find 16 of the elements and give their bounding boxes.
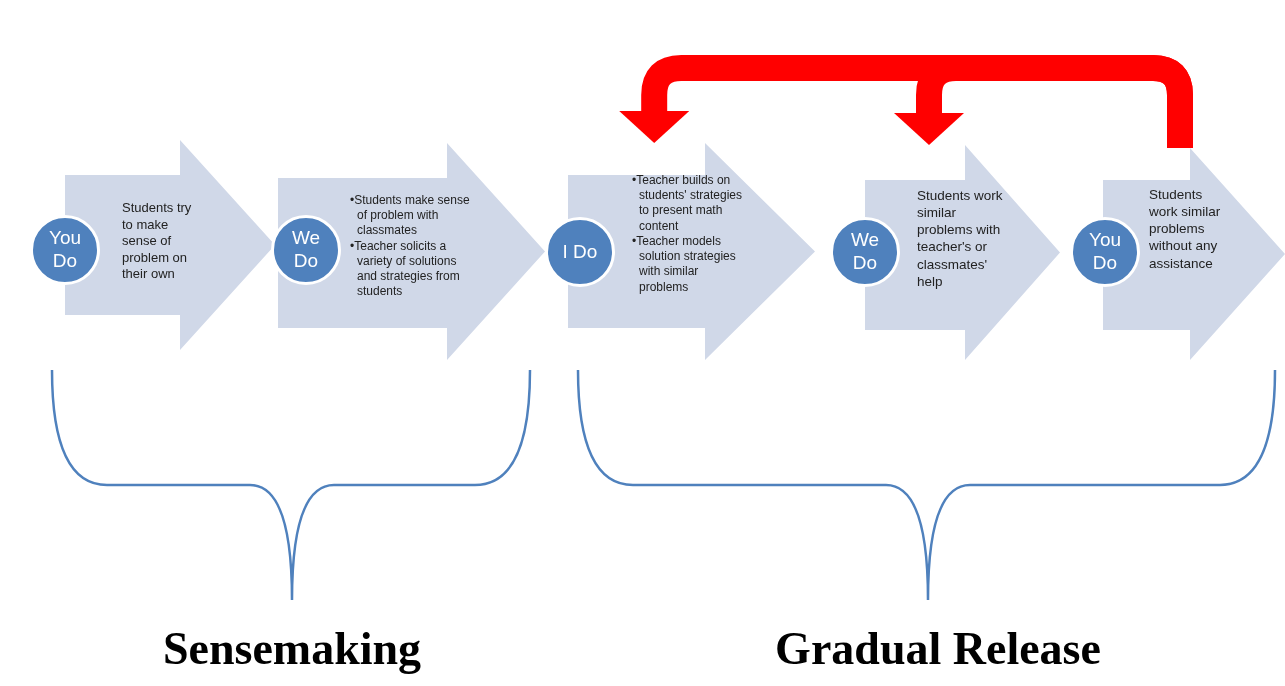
bullet-text: •Teacher models solution strategies with similar problems [632, 233, 737, 295]
arrow [894, 55, 1193, 148]
step-circle: You Do [1070, 217, 1140, 287]
step-text: Students try to make sense of problem on their own [122, 200, 193, 283]
step-circle: You Do [30, 215, 100, 285]
bullet-text: •Teacher solicits a variety of solutions and strategies from students [350, 238, 461, 300]
chevron-arrow [568, 143, 815, 360]
step-circle: I Do [545, 217, 615, 287]
section-label: Sensemaking [162, 622, 422, 675]
bullet-text: •Teacher builds on students' strategies to present math content [632, 173, 743, 234]
step-text: Students work similar problems without any assistance [1149, 186, 1222, 272]
section-label: Gradual Release [775, 622, 1101, 675]
step-circle: We Do [830, 217, 900, 287]
chevron-arrow [278, 143, 545, 360]
step-text: Students work similar problems with teacher's or classmates' help [917, 187, 1004, 290]
bullet-text: •Students make sense of problem with classmates [350, 193, 471, 239]
